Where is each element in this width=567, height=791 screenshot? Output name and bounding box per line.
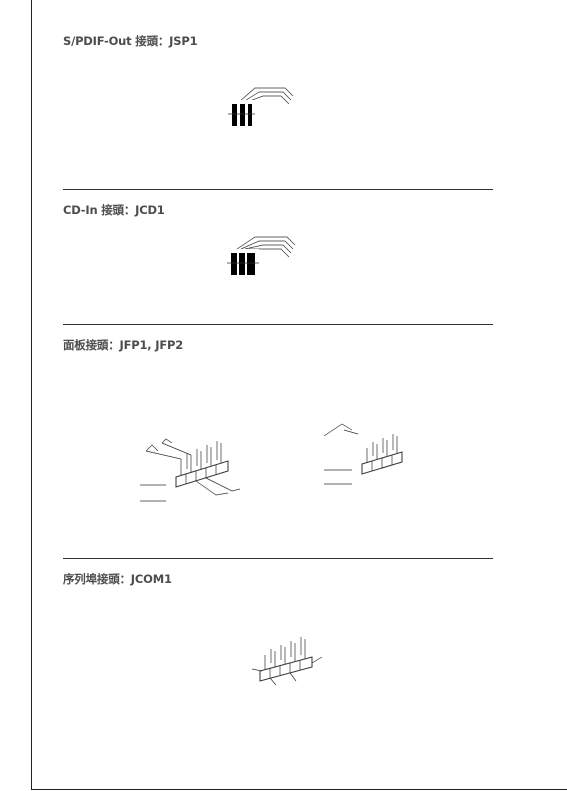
jfp1-connector-diagram [140, 438, 241, 502]
jcd1-connector-diagram [227, 236, 296, 279]
section-heading-spdif-out: S/PDIF-Out 接頭：JSP1 [63, 34, 198, 48]
jcom1-connector-diagram [251, 637, 323, 686]
page-frame [31, 0, 567, 790]
section-heading-cd-in: CD-In 接頭：JCD1 [63, 203, 165, 217]
jfp2-connector-diagram [323, 423, 403, 485]
section-divider [63, 558, 493, 559]
section-divider [63, 324, 493, 325]
section-heading-serial-port: 序列埠接頭：JCOM1 [63, 572, 172, 586]
section-divider [63, 189, 493, 190]
section-heading-front-panel: 面板接頭：JFP1, JFP2 [63, 338, 184, 352]
jsp1-connector-diagram [228, 87, 294, 130]
